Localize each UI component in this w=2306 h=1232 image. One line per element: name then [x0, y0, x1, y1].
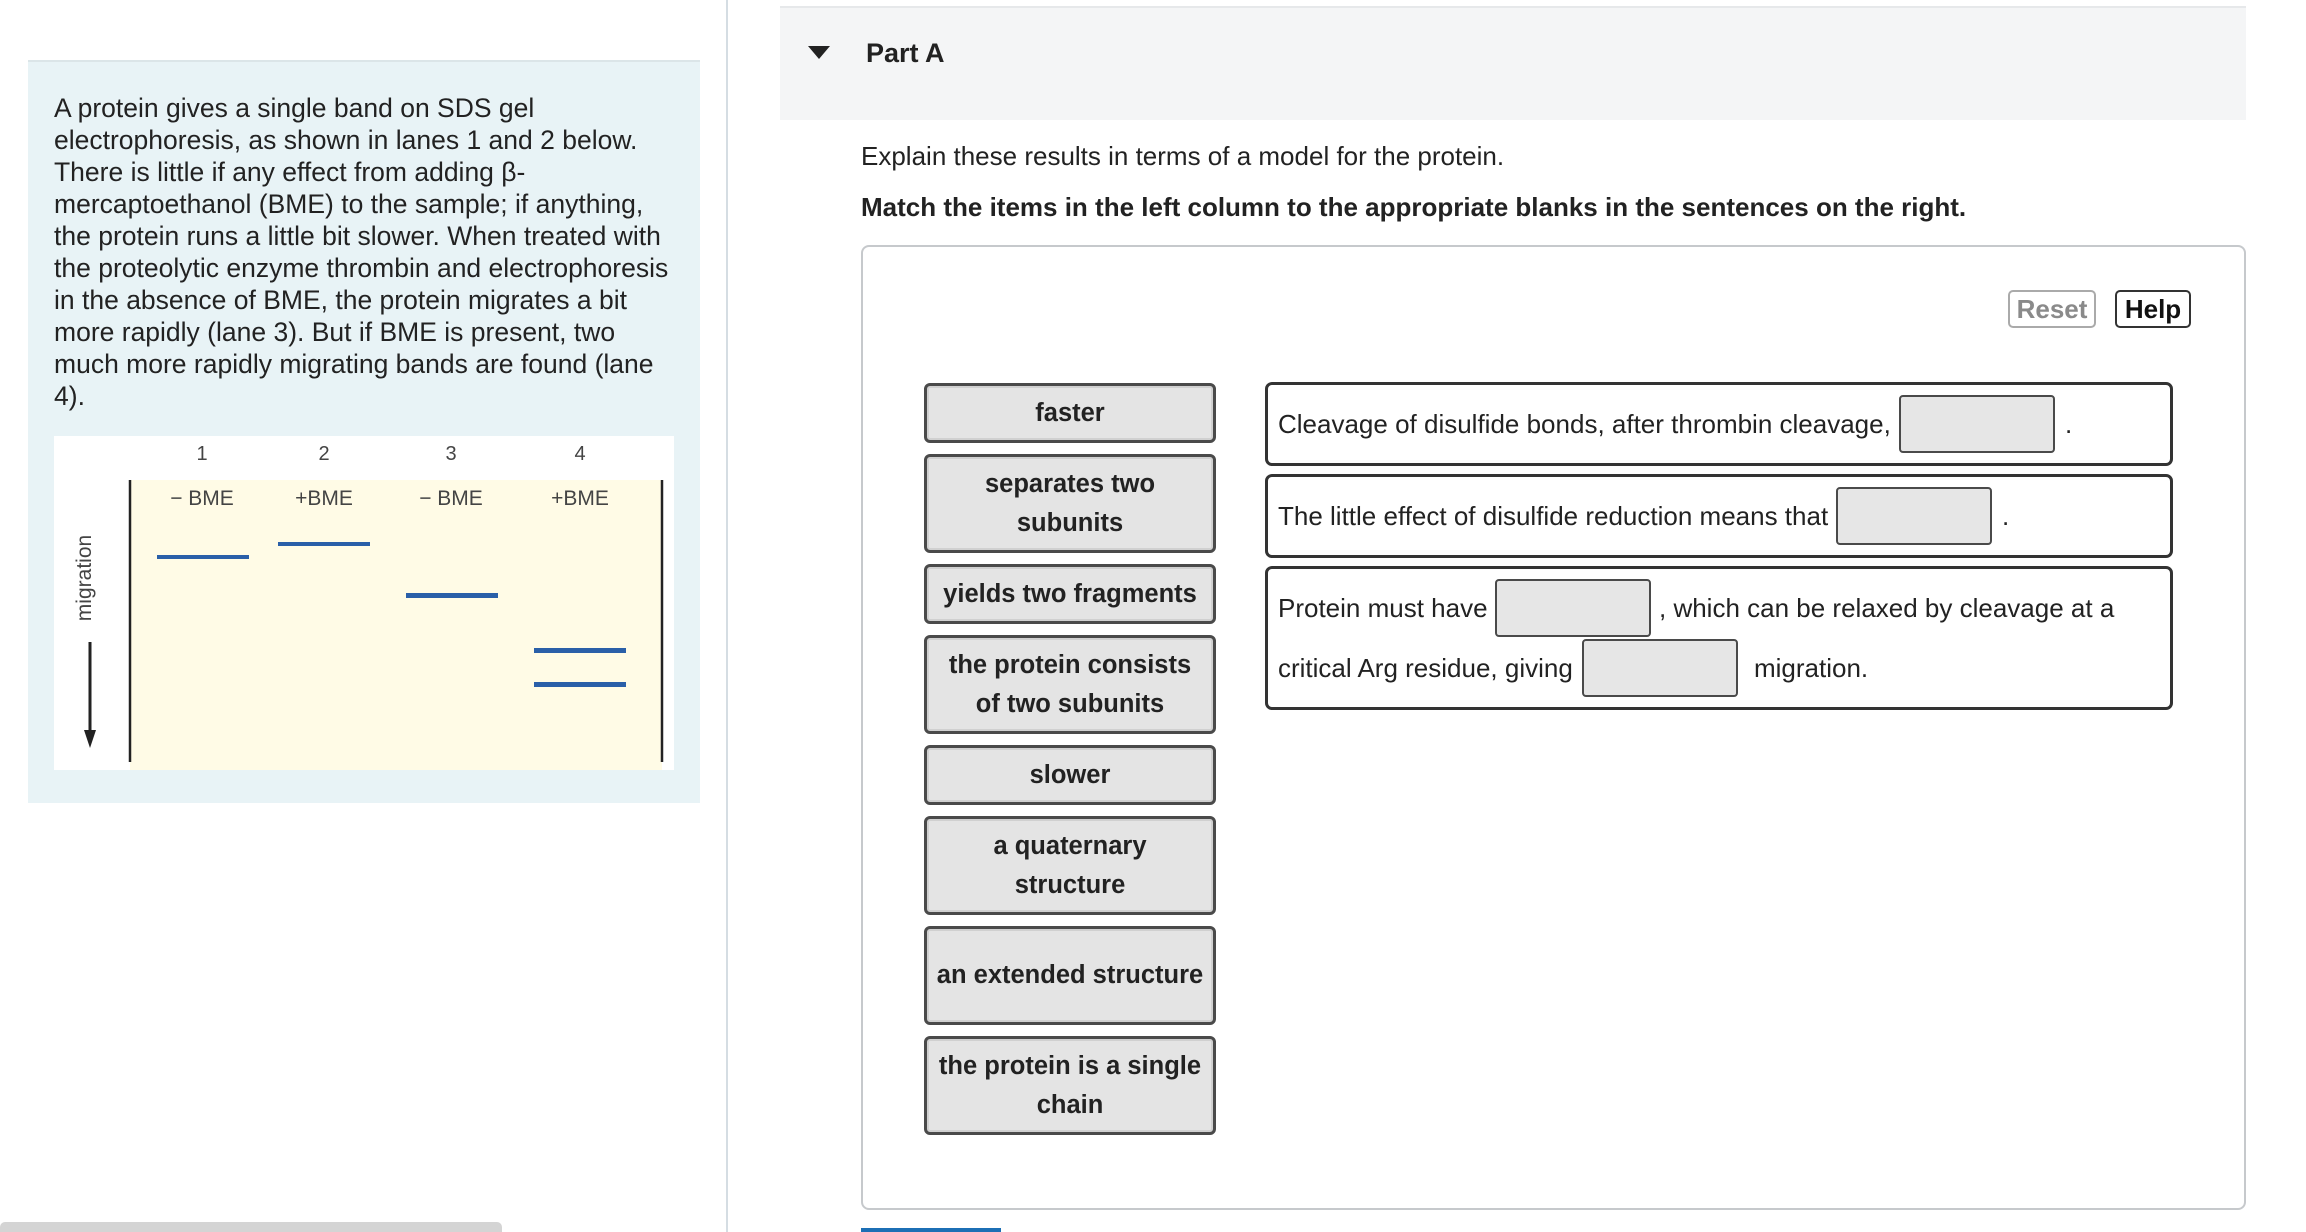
sentence-2-text: The little effect of disulfide reduction…	[1278, 501, 1829, 531]
lane-label-4: +BME	[551, 487, 609, 510]
matching-instruction: Match the items in the left column to th…	[861, 192, 1967, 222]
horizontal-scrollbar[interactable]	[0, 1222, 502, 1232]
sentence-3-text-b: , which can be relaxed by cleavage at a	[1659, 593, 2115, 623]
lane-4-band-lower	[534, 682, 626, 687]
sentence-box-2: The little effect of disulfide reduction…	[1265, 474, 2173, 558]
help-button[interactable]: Help	[2115, 290, 2191, 328]
reset-button[interactable]: Reset	[2008, 290, 2096, 328]
lane-label-2: +BME	[295, 487, 353, 510]
part-title: Part A	[866, 38, 945, 68]
collapse-triangle-icon[interactable]	[808, 46, 830, 59]
part-a-header[interactable]: Part A	[780, 6, 2246, 120]
choice-quaternary-structure[interactable]: a quaternary structure	[924, 816, 1216, 915]
migration-arrow-head	[84, 730, 96, 748]
sentence-3-text-d: migration.	[1754, 653, 1869, 683]
lane-4-band-upper	[534, 648, 626, 653]
sentence-box-3: Protein must have , which can be relaxed…	[1265, 566, 2173, 710]
question-instruction: Explain these results in terms of a mode…	[861, 141, 1505, 171]
lane-2-band	[278, 542, 370, 546]
lane-number-4: 4	[574, 443, 585, 465]
choice-slower[interactable]: slower	[924, 745, 1216, 805]
lane-label-1: − BME	[170, 487, 234, 510]
choice-separates-two-subunits[interactable]: separates two subunits	[924, 454, 1216, 553]
problem-context-panel: A protein gives a single band on SDS gel…	[28, 60, 700, 803]
lane-1-band	[157, 555, 249, 559]
gel-area	[130, 480, 662, 770]
lane-3-band	[406, 593, 498, 598]
sentence-3-text-c: critical Arg residue, giving	[1278, 653, 1573, 683]
sentence-3-blank-2[interactable]	[1582, 639, 1738, 697]
choice-yields-two-fragments[interactable]: yields two fragments	[924, 564, 1216, 624]
sentence-2-period: .	[2002, 501, 2010, 531]
choice-protein-consists-of-two-subunits[interactable]: the protein consists of two subunits	[924, 635, 1216, 734]
submit-button-edge[interactable]	[861, 1228, 1001, 1232]
choice-extended-structure[interactable]: an extended structure	[924, 926, 1216, 1025]
sentence-3-text-a: Protein must have	[1278, 593, 1488, 623]
lane-number-1: 1	[196, 443, 207, 465]
choice-protein-single-chain[interactable]: the protein is a single chain	[924, 1036, 1216, 1135]
problem-intro-text: A protein gives a single band on SDS gel…	[54, 93, 669, 411]
sentence-1-text: Cleavage of disulfide bonds, after throm…	[1278, 409, 1891, 439]
sds-gel-figure: 1 2 3 4 − BME +BME − BME +BME migration	[54, 436, 674, 770]
sentence-1-blank[interactable]	[1899, 395, 2055, 453]
lane-label-3: − BME	[419, 487, 483, 510]
sentence-box-1: Cleavage of disulfide bonds, after throm…	[1265, 382, 2173, 466]
sentence-3-blank-1[interactable]	[1495, 579, 1651, 637]
sentence-2-blank[interactable]	[1836, 487, 1992, 545]
migration-axis-label: migration	[73, 535, 96, 621]
panel-divider	[726, 0, 728, 1232]
sentence-1-period: .	[2065, 409, 2073, 439]
lane-number-3: 3	[445, 443, 456, 465]
lane-number-2: 2	[318, 443, 329, 465]
gel-diagram: 1 2 3 4 − BME +BME − BME +BME migration	[73, 443, 664, 770]
choice-faster[interactable]: faster	[924, 383, 1216, 443]
